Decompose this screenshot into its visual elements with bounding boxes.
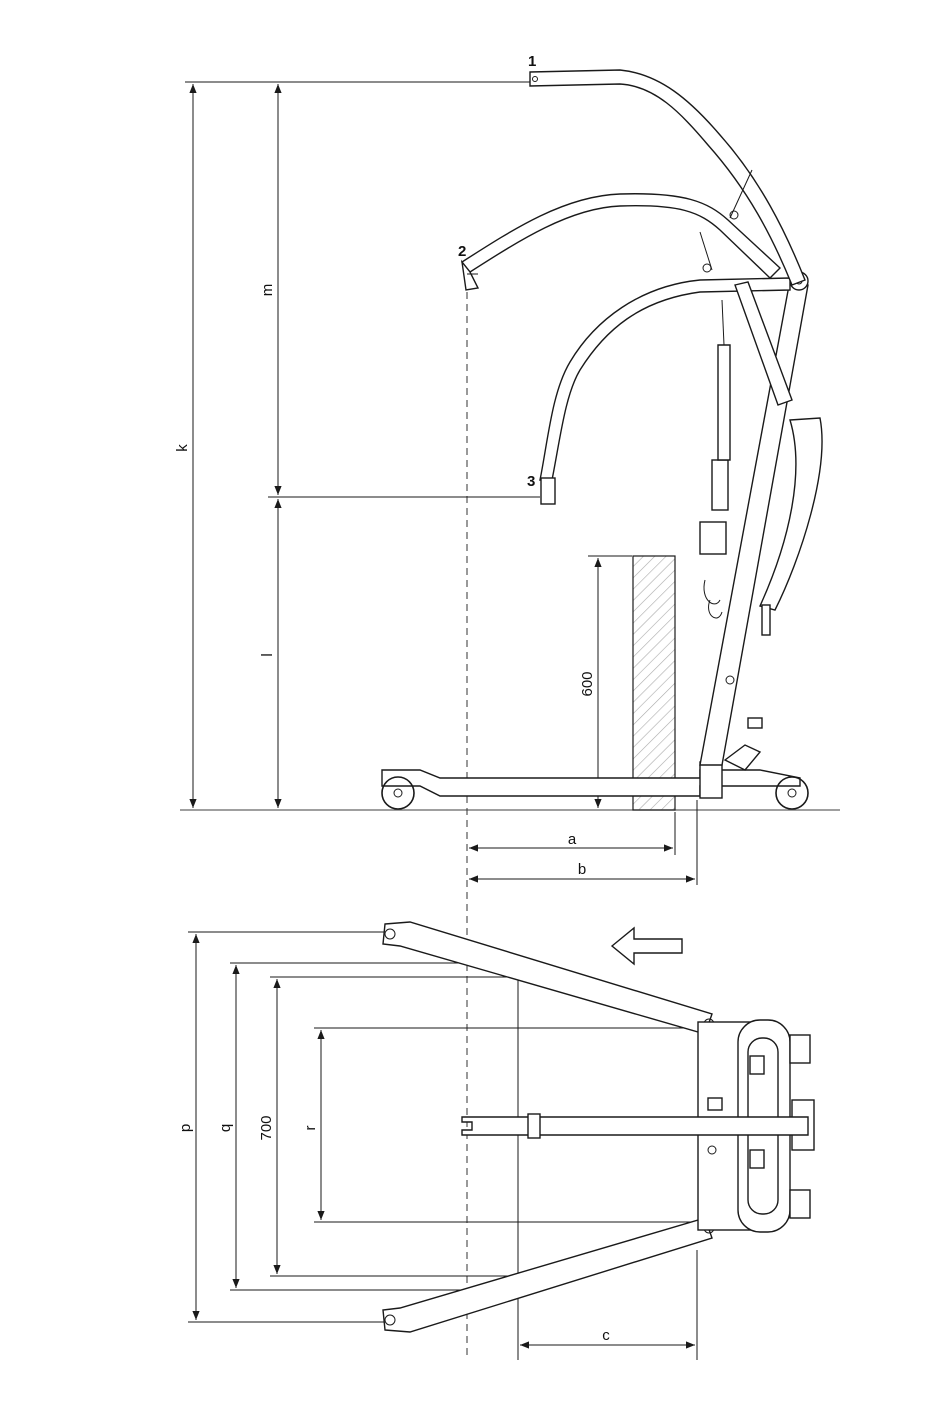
label-m: m bbox=[259, 284, 276, 297]
boom-top-view bbox=[462, 1114, 808, 1138]
boom-position-2 bbox=[462, 194, 780, 290]
callout-3: 3 bbox=[527, 473, 535, 490]
brake-pedal bbox=[725, 745, 760, 770]
dimension-m: m bbox=[259, 84, 278, 495]
dimension-q: q bbox=[217, 965, 236, 1288]
label-c: c bbox=[602, 1327, 610, 1344]
label-q: q bbox=[217, 1124, 234, 1132]
control-box bbox=[700, 522, 726, 554]
label-p: p bbox=[177, 1124, 194, 1132]
left-arrow-icon bbox=[612, 928, 682, 964]
dimension-a: a bbox=[469, 812, 675, 855]
bed-obstacle bbox=[633, 556, 675, 810]
label-k: k bbox=[174, 444, 191, 452]
dimension-700: 700 bbox=[258, 979, 277, 1274]
dimension-k: k bbox=[174, 84, 193, 808]
label-700: 700 bbox=[258, 1115, 275, 1140]
rear-wheel-upper bbox=[790, 1035, 810, 1063]
dimension-p: p bbox=[177, 934, 196, 1320]
label-a: a bbox=[568, 831, 577, 848]
callout-1: 1 bbox=[528, 53, 536, 70]
label-600: 600 bbox=[579, 671, 596, 696]
dimension-l: l bbox=[259, 499, 278, 808]
label-l: l bbox=[259, 653, 276, 656]
lift-base bbox=[382, 718, 808, 809]
dimension-r: r bbox=[302, 1030, 321, 1220]
top-view: p q 700 r c bbox=[177, 922, 814, 1360]
dimension-c: c bbox=[520, 1327, 695, 1345]
dimension-b: b bbox=[469, 800, 697, 885]
dimension-600: 600 bbox=[579, 556, 632, 808]
base-leg-lower bbox=[383, 1218, 714, 1332]
rear-wheel-lower bbox=[790, 1190, 810, 1218]
label-r: r bbox=[302, 1126, 319, 1131]
lift-actuator bbox=[718, 300, 730, 460]
label-b: b bbox=[578, 861, 586, 878]
callout-2: 2 bbox=[458, 243, 466, 260]
